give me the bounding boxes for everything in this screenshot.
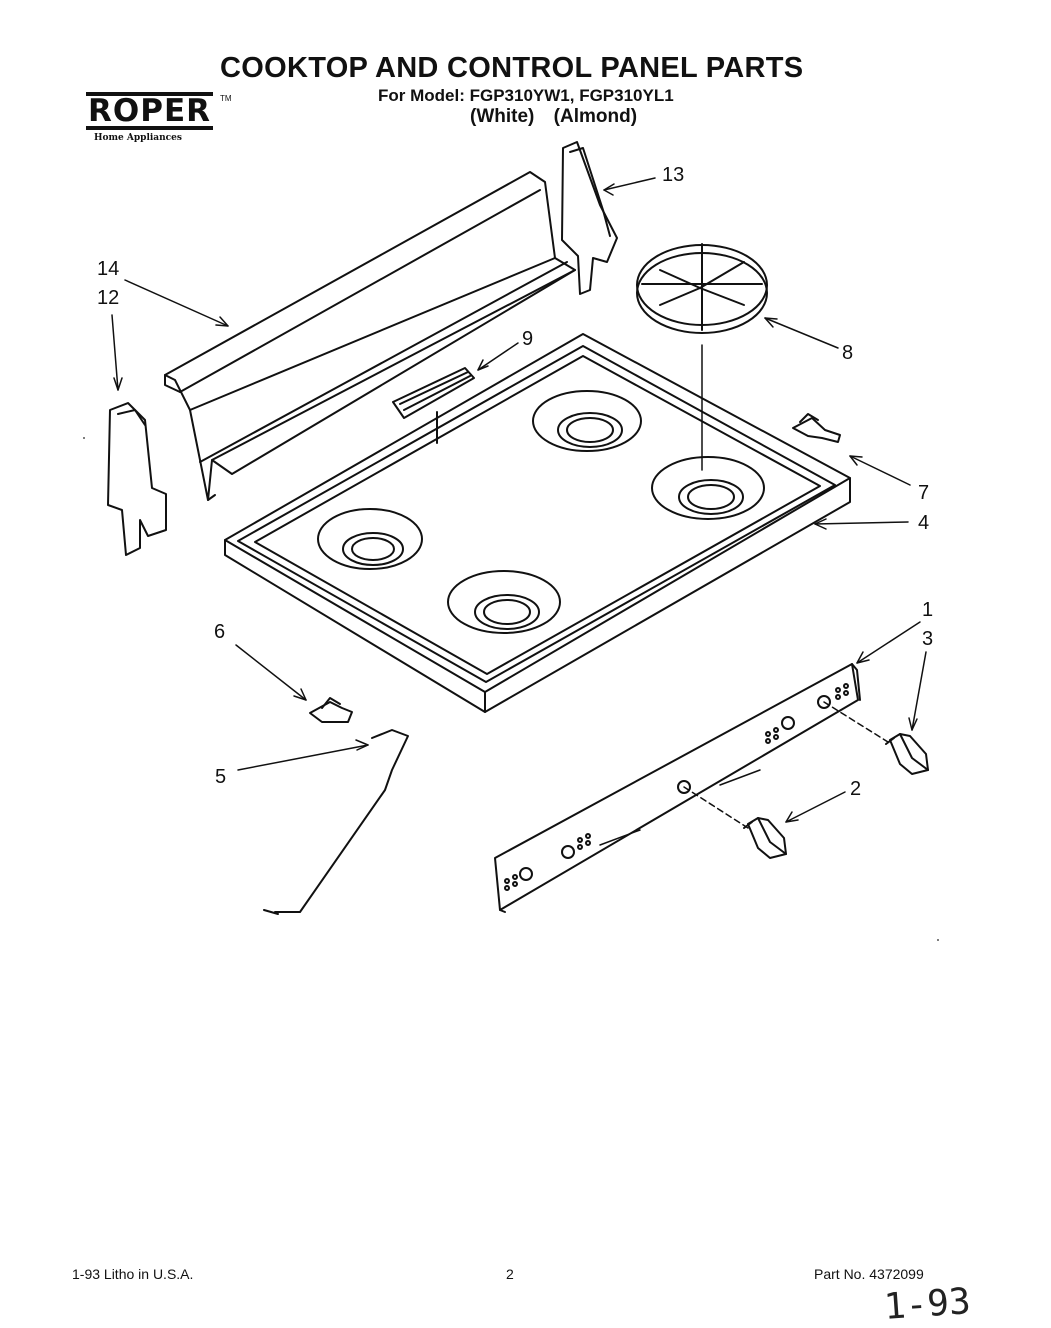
logo-subtitle: Home Appliances <box>94 133 182 143</box>
callout-3: 3 <box>922 628 934 650</box>
callout-13: 13 <box>662 164 685 186</box>
handwritten-note: 1-93 <box>882 1281 973 1328</box>
logo-trademark: TM <box>220 94 232 103</box>
callout-12: 12 <box>97 287 120 309</box>
callout-9: 9 <box>522 328 534 350</box>
bracket-left <box>309 697 353 723</box>
footer-litho: 1-93 Litho in U.S.A. <box>72 1266 194 1282</box>
callout-4: 4 <box>918 512 930 534</box>
color-white: (White) <box>470 106 535 127</box>
roper-logo: ROPER TM Home Appliances <box>86 92 232 143</box>
leader-lines <box>111 177 927 823</box>
side-trim-right <box>561 141 618 295</box>
callout-7: 7 <box>918 482 930 504</box>
footer-part-number: Part No. 4372099 <box>814 1266 924 1282</box>
burner-grate <box>636 243 768 471</box>
vent-grille <box>392 367 475 444</box>
color-variants: (White) (Almond) <box>470 106 637 128</box>
model-line: For Model: FGP310YW1, FGP310YL1 <box>378 86 674 105</box>
cooktop <box>224 333 851 713</box>
logo-wordmark: ROPER <box>86 92 213 130</box>
control-knob-right <box>885 733 929 775</box>
bracket-right <box>792 413 841 443</box>
callout-5: 5 <box>215 766 227 788</box>
callout-1: 1 <box>922 599 934 621</box>
callout-8: 8 <box>842 342 854 364</box>
control-knob-front <box>743 817 787 859</box>
callout-2: 2 <box>850 778 862 800</box>
footer-page-number: 2 <box>506 1266 514 1282</box>
backguard-panel <box>164 171 576 501</box>
page-title: COOKTOP AND CONTROL PANEL PARTS <box>220 52 804 84</box>
side-trim-left <box>107 402 167 556</box>
callout-6: 6 <box>214 621 226 643</box>
control-panel <box>494 663 889 913</box>
burner-rod <box>263 729 409 915</box>
callout-14: 14 <box>97 258 120 280</box>
color-almond: (Almond) <box>553 106 638 127</box>
